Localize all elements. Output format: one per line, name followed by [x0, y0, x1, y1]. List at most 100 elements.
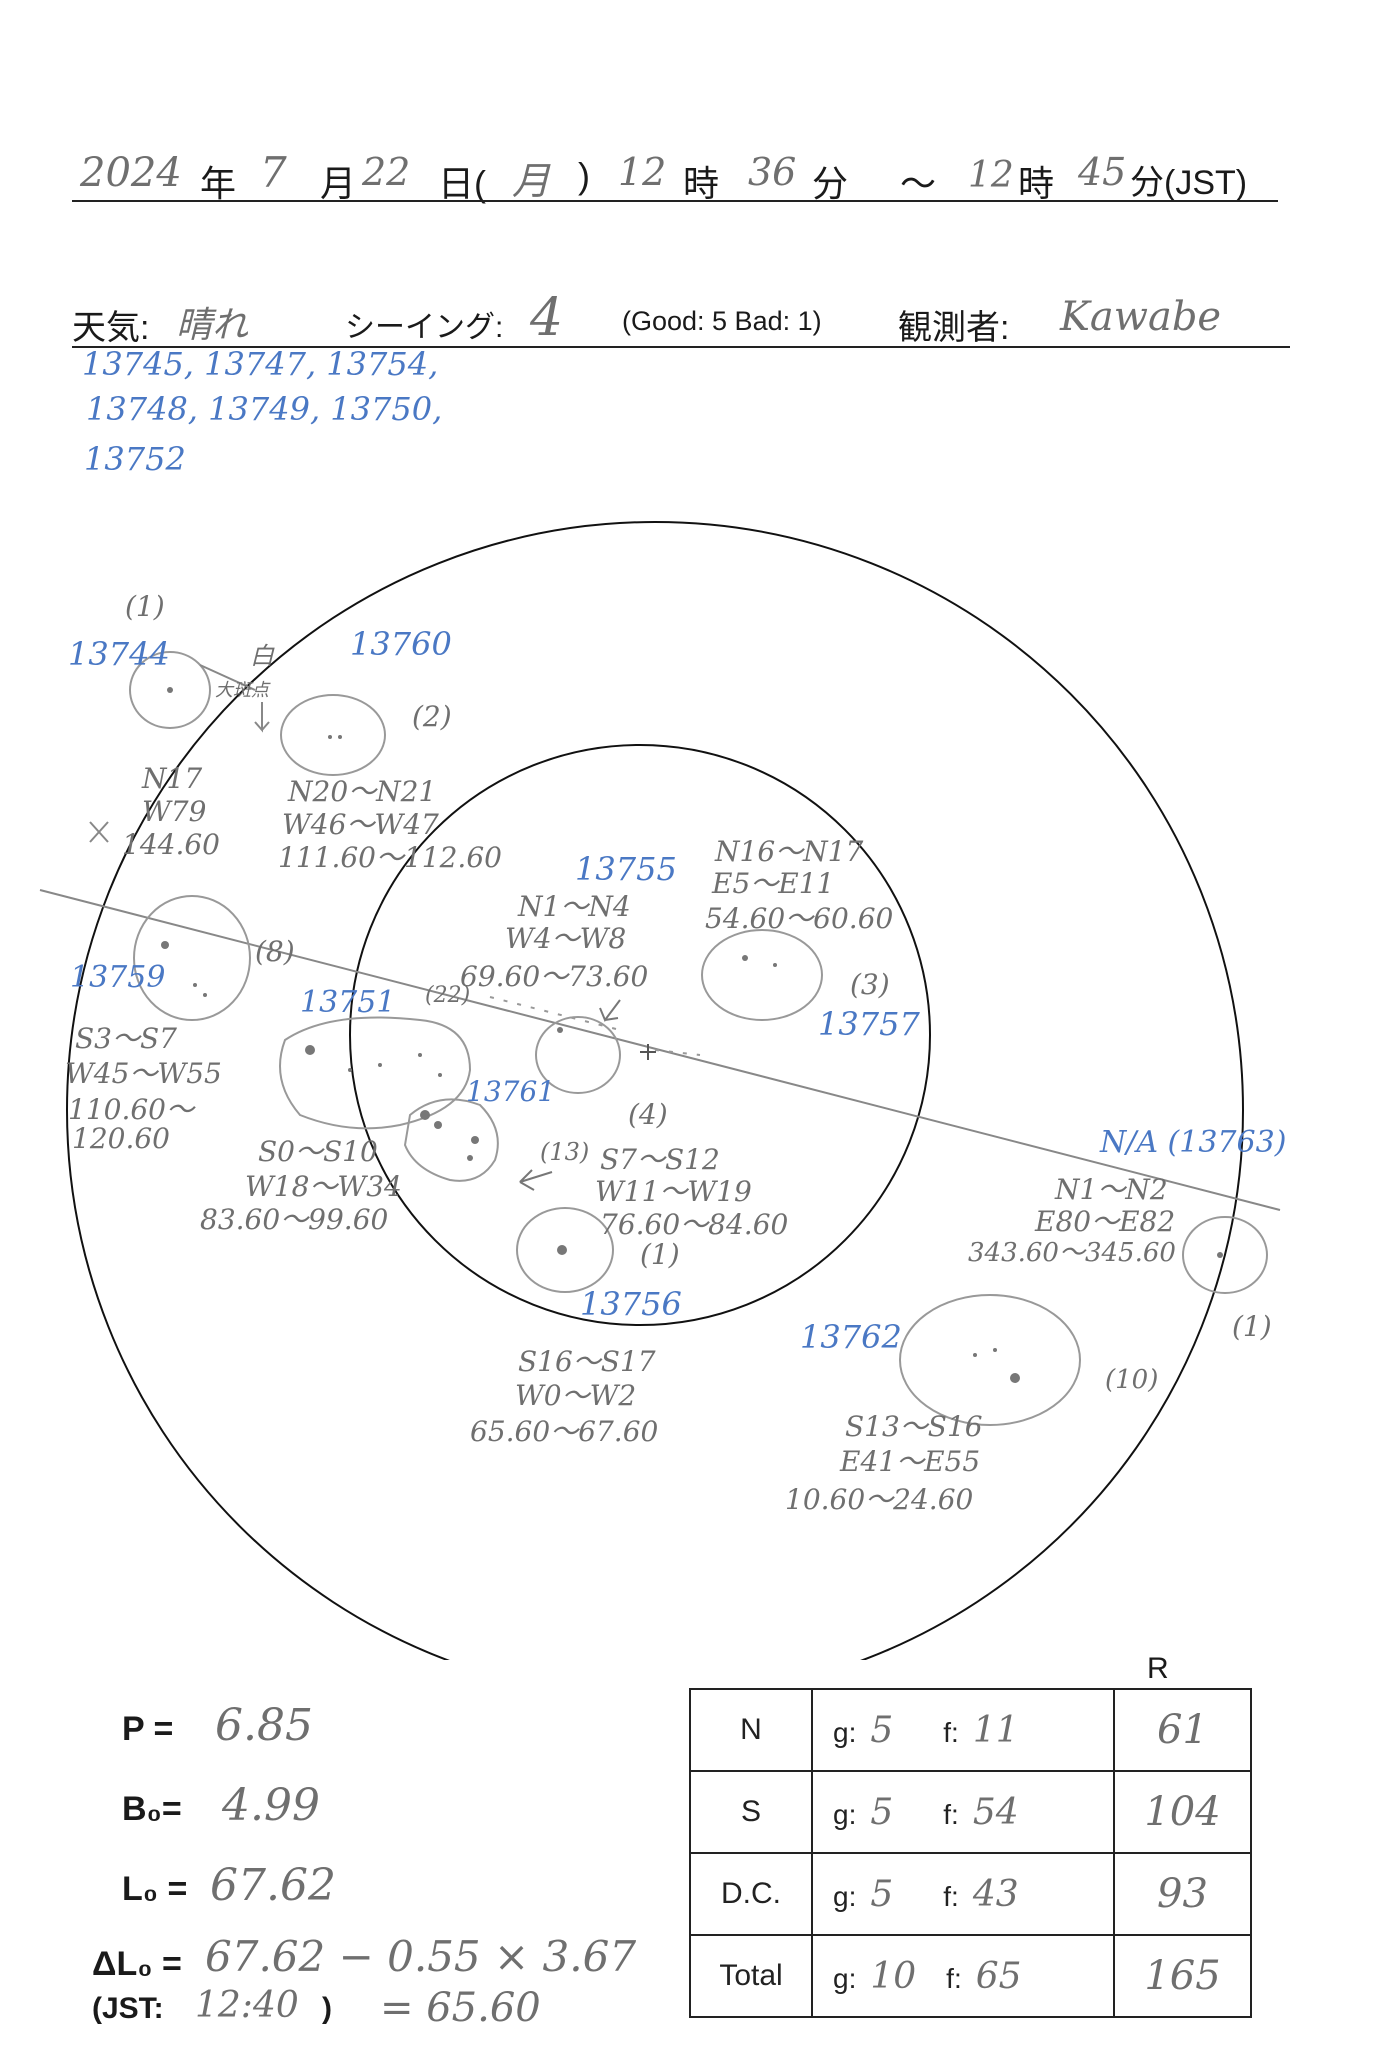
f-label: f: — [943, 1798, 959, 1830]
end-hour: 12 — [968, 155, 1014, 196]
group-13744-outline — [129, 651, 211, 729]
white-annotation: 白 — [250, 642, 274, 670]
conditions-underline — [72, 346, 1290, 348]
latitude: N1〜N4 — [518, 890, 631, 923]
region-list-line: 13745, 13747, 13754, — [82, 345, 439, 383]
day-label: 日( — [438, 163, 486, 204]
start-hour: 12 — [618, 150, 667, 194]
dl0-result: = 65.60 — [380, 1985, 541, 2031]
latitude: S0〜S10 — [258, 1135, 378, 1168]
region-list-line: 13752 — [84, 440, 186, 478]
equator-line — [39, 889, 1281, 1211]
tilde: 〜 — [900, 163, 937, 204]
spot-count: (1) — [1232, 1310, 1272, 1343]
g-value: 10 — [870, 1955, 917, 1997]
spot-count: (8) — [255, 935, 295, 968]
g-value: 5 — [870, 1791, 894, 1833]
carrington-longitude: 343.60〜345.60 — [968, 1238, 1176, 1268]
carrington-longitude: 83.60〜99.60 — [200, 1203, 389, 1236]
longitude: W46〜W47 — [282, 808, 439, 841]
carrington-longitude: 65.60〜67.60 — [470, 1415, 659, 1448]
region-number: 13759 — [70, 960, 166, 995]
seeing-label: シーイング: — [345, 311, 504, 344]
row-label: D.C. — [689, 1852, 813, 1936]
tz-label: 分(JST) — [1130, 164, 1248, 202]
f-value: 11 — [972, 1709, 1019, 1751]
longitude: E5〜E11 — [712, 867, 835, 900]
longitude: W79 — [142, 795, 207, 828]
jst-value: 12:40 — [195, 1985, 299, 2026]
spot-count-detail: (13) — [540, 1138, 590, 1166]
longitude: W18〜W34 — [245, 1170, 402, 1203]
group-fleck-cell: g: 5 f: 43 — [811, 1852, 1115, 1936]
longitude: W45〜W55 — [65, 1057, 222, 1090]
r-cell: 104 — [1113, 1770, 1252, 1854]
spot-count: (3) — [850, 968, 890, 1001]
region-number: 13757 — [818, 1005, 920, 1043]
r-value: 93 — [1157, 1871, 1208, 1917]
carrington-longitude: 76.60〜84.60 — [600, 1208, 789, 1241]
region-number: 13751 — [300, 985, 396, 1020]
region-number: 13762 — [800, 1318, 902, 1356]
jst-close: ) — [322, 1992, 332, 2025]
spot-count: (10) — [1105, 1365, 1159, 1395]
region-number: 13755 — [575, 850, 677, 888]
spot-count: (22) — [425, 983, 471, 1008]
region-number: 13744 — [68, 635, 170, 673]
b0-value: 4.99 — [222, 1780, 320, 1831]
spot-count: (4) — [628, 1098, 668, 1131]
r-column-header: R — [1147, 1652, 1169, 1685]
end-minute: 45 — [1078, 150, 1127, 194]
jst-label: (JST: — [92, 1992, 164, 2025]
longitude: W4〜W8 — [505, 922, 627, 955]
group-13760-outline — [280, 694, 386, 776]
p-label: P = — [122, 1710, 174, 1748]
dl0-formula: 67.62 − 0.55 × 3.67 — [205, 1932, 637, 1981]
latitude: S16〜S17 — [518, 1345, 656, 1378]
region-number: 13760 — [350, 625, 452, 663]
p-value: 6.85 — [215, 1700, 313, 1751]
weather-value: 晴れ — [176, 305, 249, 346]
f-value: 43 — [972, 1873, 1019, 1915]
region-list-line: 13748, 13749, 13750, — [86, 390, 443, 428]
region-number: 13761 — [466, 1075, 556, 1108]
observer-label: 観測者: — [898, 309, 1010, 347]
f-label: f: — [943, 1880, 959, 1912]
spot-count: (2) — [412, 700, 452, 733]
spot-count: (1) — [125, 590, 165, 623]
minute-label-1: 分 — [812, 163, 849, 204]
f-label: f: — [943, 1716, 959, 1748]
latitude: N17 — [142, 762, 203, 795]
g-label: g: — [833, 1880, 857, 1912]
r-value: 165 — [1144, 1953, 1221, 1999]
g-value: 5 — [870, 1873, 894, 1915]
region-number: N/A (13763) — [1100, 1125, 1287, 1160]
spot-count: (1) — [640, 1238, 680, 1271]
group-13757-outline — [701, 929, 823, 1021]
f-value: 65 — [975, 1955, 1022, 1997]
group-13751-outline — [279, 1016, 472, 1130]
region-number: 13756 — [580, 1285, 682, 1323]
r-value: 61 — [1157, 1707, 1208, 1753]
longitude: E80〜E82 — [1035, 1205, 1176, 1238]
hour-label-2: 時 — [1018, 163, 1055, 204]
carrington-longitude: 54.60〜60.60 — [705, 902, 894, 935]
month-label: 月 — [320, 163, 357, 204]
pointer-arrow — [599, 999, 621, 1022]
b0-label: B₀= — [122, 1790, 182, 1828]
l0-label: L₀ = — [122, 1870, 188, 1908]
solar-limb-circle — [66, 521, 1244, 1660]
longitude: E41〜E55 — [840, 1445, 981, 1478]
weekday-value: 月 — [512, 159, 551, 203]
r-value: 104 — [1144, 1789, 1221, 1835]
f-label: f: — [946, 1962, 962, 1994]
hour-label-1: 時 — [683, 163, 720, 204]
group-13762-outline — [899, 1294, 1081, 1426]
latitude: S7〜S12 — [600, 1143, 720, 1176]
white-arrow — [199, 664, 256, 691]
day-value: 22 — [362, 150, 411, 194]
